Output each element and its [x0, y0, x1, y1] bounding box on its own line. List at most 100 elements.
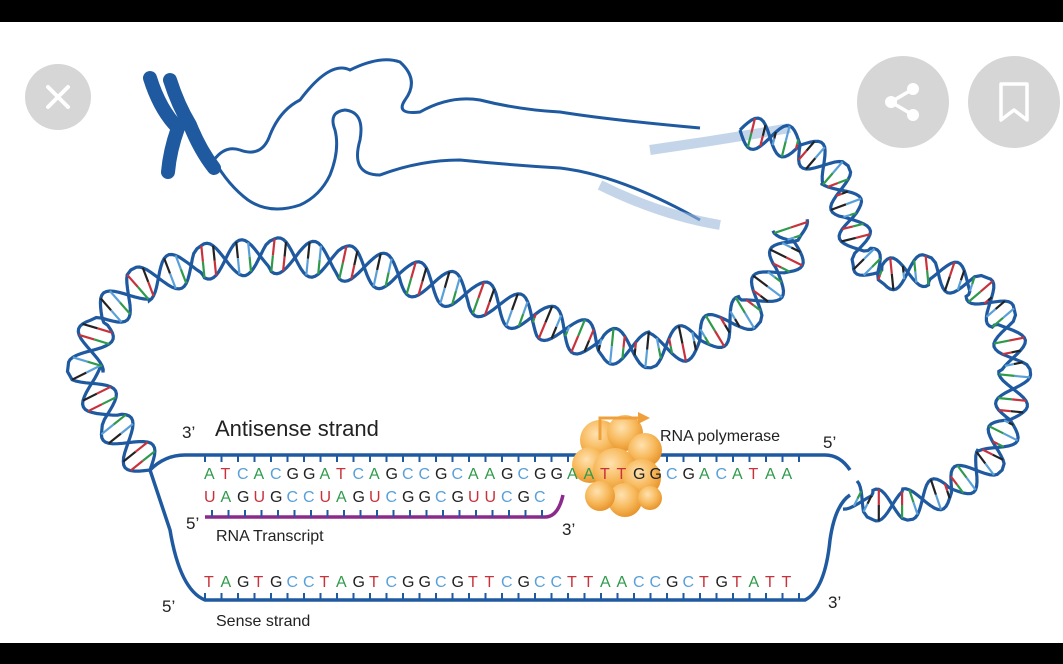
base-pair [950, 475, 958, 486]
nucleotide: G [402, 574, 414, 591]
base-pair [841, 236, 856, 243]
base-pair [610, 328, 615, 347]
base-pair [946, 490, 951, 499]
base-pair [984, 462, 995, 476]
nucleotide: U [204, 489, 216, 506]
base-pair [997, 396, 1013, 401]
base-pair [956, 464, 968, 479]
nucleotide: A [782, 466, 793, 483]
base-pair [1002, 351, 1012, 356]
base-pair [729, 310, 736, 320]
base-pair [646, 331, 650, 350]
nucleotide: C [435, 574, 447, 591]
nucleotide: T [221, 466, 231, 483]
base-pair [119, 301, 131, 315]
nucleotide: A [221, 489, 232, 506]
base-pair [862, 503, 869, 513]
nucleotide: G [287, 466, 299, 483]
base-pair [235, 241, 239, 259]
nucleotide: A [617, 574, 628, 591]
base-pair [633, 348, 637, 356]
base-pair [212, 245, 216, 261]
base-pair [998, 408, 1012, 413]
base-pair [72, 356, 88, 363]
base-pair [924, 255, 929, 271]
base-pair [934, 494, 943, 511]
base-pair [773, 131, 777, 139]
base-pair [318, 245, 323, 261]
base-pair [488, 288, 496, 303]
nucleotide: C [419, 466, 431, 483]
base-pair [657, 347, 662, 359]
base-pair [471, 297, 480, 315]
base-pair [353, 250, 359, 266]
base-pair [109, 290, 121, 304]
nucleotide: C [518, 466, 530, 483]
base-pair [979, 280, 994, 293]
nucleotide: C [452, 466, 464, 483]
base-pair [655, 337, 660, 349]
base-pair [856, 490, 863, 500]
base-pair [537, 321, 547, 339]
bookmark-button[interactable] [968, 56, 1060, 148]
base-pair [985, 308, 997, 318]
base-pair [384, 272, 390, 287]
base-pair [956, 279, 962, 291]
image-viewer: Antisense strand 3’ 5’ RNA polymerase 5’… [0, 22, 1063, 643]
nucleotide: T [204, 574, 214, 591]
base-pair [405, 277, 413, 295]
base-pair [780, 141, 787, 158]
base-pair [890, 273, 895, 290]
base-pair [110, 309, 123, 323]
base-pair [866, 495, 873, 505]
nucleotide: T [617, 466, 627, 483]
nucleotide: U [254, 489, 266, 506]
base-pair [531, 317, 536, 323]
base-pair [704, 315, 716, 332]
base-pair [421, 267, 428, 282]
base-pair [372, 269, 379, 287]
nucleotide: G [518, 574, 530, 591]
nucleotide: G [551, 466, 563, 483]
nucleotide: G [683, 466, 695, 483]
base-pair [168, 273, 177, 289]
nucleotide: G [650, 466, 662, 483]
nucleotide: C [501, 574, 513, 591]
nucleotide: T [567, 574, 577, 591]
base-pair [179, 268, 188, 284]
base-pair [948, 261, 956, 277]
base-pair [533, 313, 537, 319]
nucleotide: G [501, 466, 513, 483]
base-pair [744, 312, 756, 329]
nucleotide: C [534, 574, 546, 591]
base-pair [745, 299, 755, 307]
bottom-bar [0, 643, 1063, 664]
base-pair [577, 319, 586, 337]
helix-backbone [738, 116, 1029, 523]
base-pair [752, 289, 762, 297]
base-pair [929, 479, 937, 496]
base-pair [99, 297, 112, 312]
base-pair [97, 327, 113, 334]
base-pair [82, 322, 98, 330]
nucleotide: A [699, 466, 710, 483]
top-bar [0, 0, 1063, 22]
base-pair [691, 331, 696, 342]
close-button[interactable] [25, 64, 91, 130]
base-pair [564, 330, 569, 337]
base-pair [283, 241, 288, 257]
nucleotide: T [699, 574, 709, 591]
base-pair [1008, 336, 1025, 342]
base-pair [750, 118, 757, 134]
base-pair [852, 258, 865, 271]
share-button[interactable] [857, 56, 949, 148]
nucleotide: G [270, 574, 282, 591]
nucleotide: A [204, 466, 215, 483]
base-pair [669, 345, 674, 354]
base-pair [814, 146, 826, 159]
base-pair [772, 262, 782, 269]
base-pair [871, 257, 882, 268]
base-pair [451, 290, 458, 306]
nucleotide: U [485, 489, 497, 506]
